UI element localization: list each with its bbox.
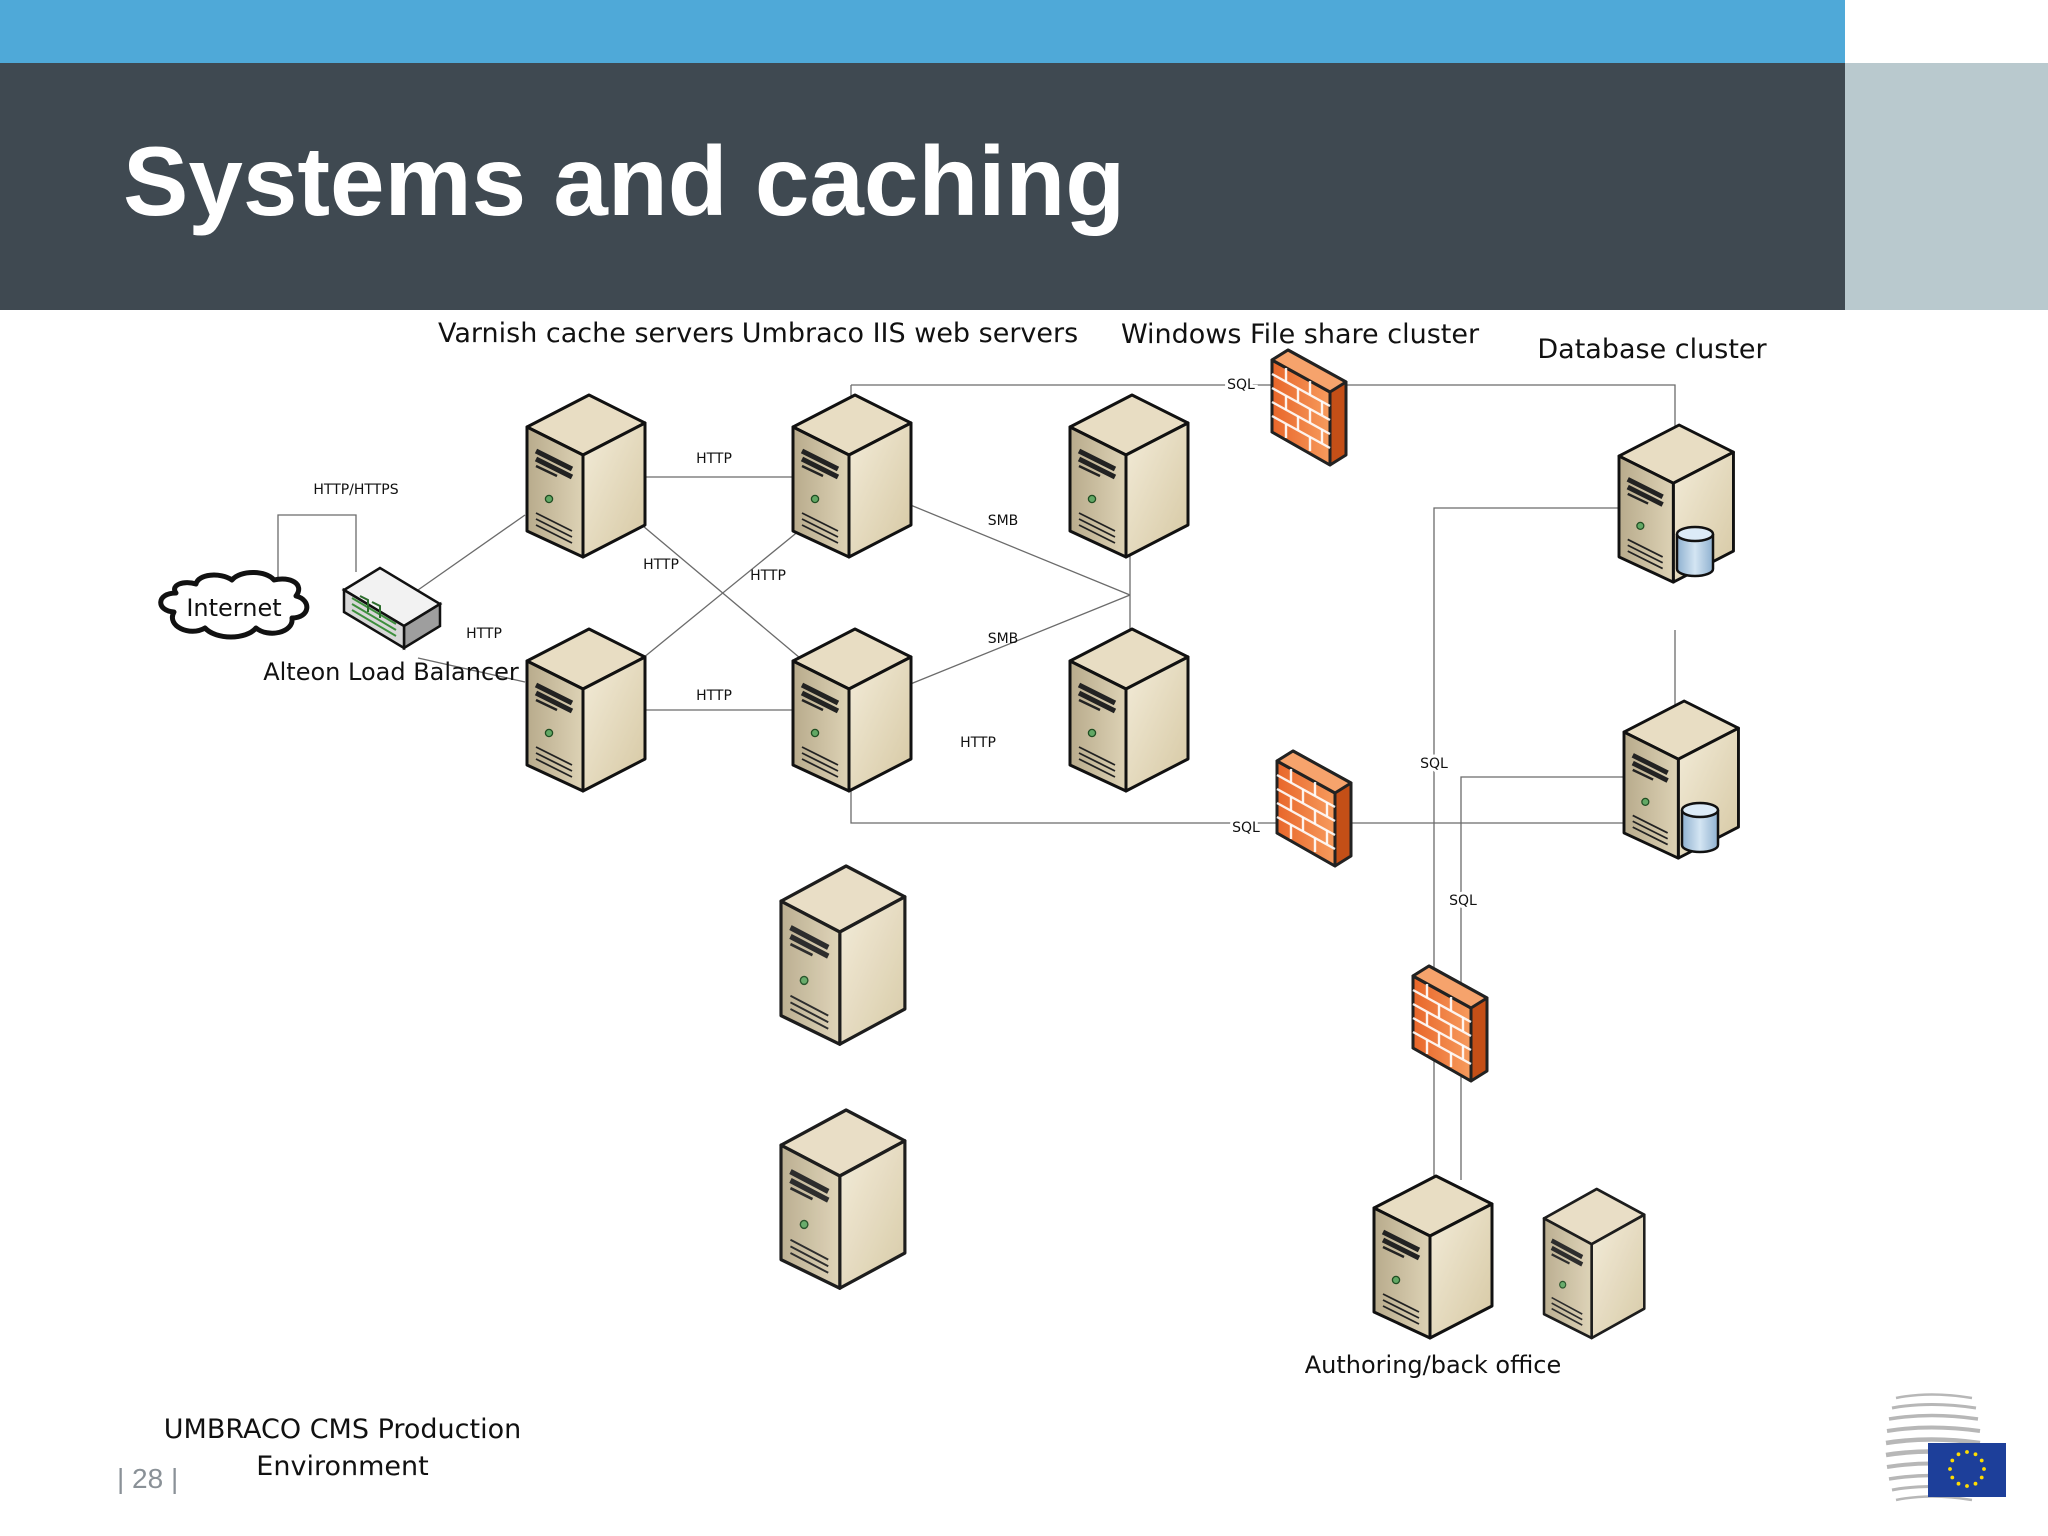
varnish-server-1: [527, 395, 645, 557]
fileshare-server-1: [1070, 395, 1188, 557]
slide-title: Systems and caching: [123, 126, 1126, 236]
label-authoring-group: Authoring/back office: [1305, 1351, 1562, 1379]
authoring-server-2: [1544, 1189, 1644, 1338]
label-internet-lb: HTTP/HTTPS: [313, 482, 398, 498]
fileshare-server-2: [1070, 629, 1188, 791]
diagram-labels: Varnish cache servers Umbraco IIS web se…: [186, 318, 1767, 1379]
side-accent-panel: [1845, 63, 2048, 310]
iis-server-2: [793, 629, 911, 791]
label-varnish-group: Varnish cache servers: [438, 318, 734, 349]
top-accent-bar: [0, 0, 1845, 63]
iis-server-1: [793, 395, 911, 557]
footer-caption-line-2: Environment: [256, 1451, 429, 1482]
internet-cloud-icon: [158, 570, 310, 640]
page-number: | 28 |: [117, 1463, 179, 1494]
eu-logo: [1885, 1393, 2006, 1502]
label-iis-fs-bottom: SMB: [988, 631, 1019, 647]
connection-labels: HTTP/HTTPS HTTP HTTP HTTP HTTP HTTP SMB …: [313, 374, 1480, 912]
label-sql-bottom: SQL: [1232, 820, 1260, 836]
firewall-icon-authoring: [1411, 964, 1489, 1083]
label-load-balancer: Alteon Load Balancer: [263, 658, 519, 686]
firewall-icon-database: [1275, 749, 1353, 868]
database-icon-2: [1680, 801, 1720, 854]
label-sql-top: SQL: [1227, 377, 1255, 393]
spare-server-2: [781, 1110, 905, 1288]
label-varnish-iis-top: HTTP: [696, 451, 732, 467]
load-balancer-icon: [341, 566, 443, 651]
label-varnish-iis-cross-b: HTTP: [750, 568, 786, 584]
servers: [527, 395, 1738, 1338]
eu-stars: [1948, 1450, 1986, 1488]
footer-caption-line-1: UMBRACO CMS Production: [163, 1414, 522, 1445]
database-icon-1: [1675, 525, 1715, 578]
label-iis-fs-http: HTTP: [960, 735, 996, 751]
label-sql-vertical: SQL: [1420, 756, 1448, 772]
label-fileshare-group: Windows File share cluster: [1121, 319, 1480, 350]
header-band: [0, 63, 1845, 310]
label-database-group: Database cluster: [1537, 334, 1767, 365]
firewall-icon-fileshare: [1270, 348, 1348, 467]
label-internet: Internet: [186, 594, 281, 622]
spare-server-1: [781, 866, 905, 1044]
label-iis-fs-top: SMB: [988, 513, 1019, 529]
label-sql-authoring: SQL: [1449, 893, 1477, 909]
label-lb-varnish: HTTP: [466, 626, 502, 642]
footer-caption: UMBRACO CMS Production Environment: [160, 1411, 525, 1485]
label-varnish-iis-cross-a: HTTP: [643, 557, 679, 573]
label-varnish-iis-bottom: HTTP: [696, 688, 732, 704]
authoring-server-1: [1374, 1176, 1492, 1338]
label-iis-group: Umbraco IIS web servers: [742, 318, 1078, 349]
varnish-server-2: [527, 629, 645, 791]
